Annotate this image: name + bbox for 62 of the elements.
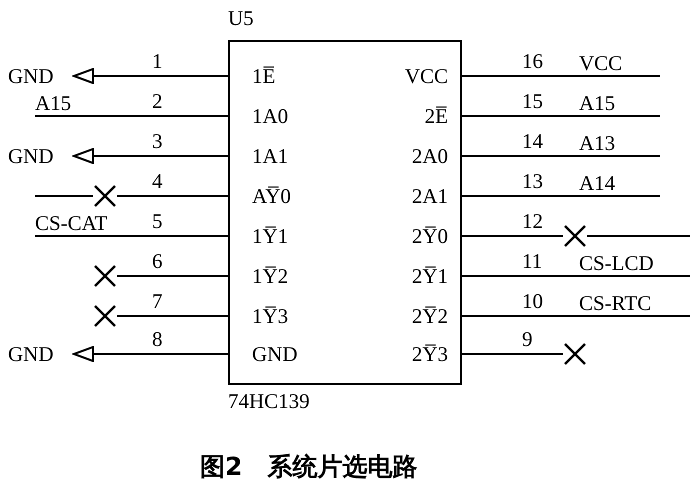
pin-name: GND (252, 342, 298, 366)
pin-number: 12 (522, 209, 543, 233)
net-label: CS-CAT (35, 211, 108, 235)
net-label: CS-RTC (579, 291, 652, 315)
pin-number: 6 (152, 249, 162, 273)
net-label: A15 (579, 91, 616, 115)
wire (73, 68, 228, 84)
pin-number: 2 (152, 89, 162, 113)
wire (117, 315, 228, 317)
pin-number: 9 (522, 327, 532, 351)
net-label: GND (8, 342, 74, 366)
net-label: A14 (579, 171, 616, 195)
pin-number: 4 (152, 169, 162, 193)
wire (120, 115, 228, 117)
pin-number: 11 (522, 249, 542, 273)
wire (73, 148, 228, 164)
pin-number: 10 (522, 289, 543, 313)
wire (145, 235, 228, 237)
wire (73, 346, 228, 362)
pin-name: 1E̅ (252, 64, 276, 88)
pin-name: 2Y̅0 (412, 224, 448, 248)
net-label: GND (8, 144, 74, 168)
wire (462, 235, 563, 237)
pin-number: 5 (152, 209, 162, 233)
pin-name: 2Y̅3 (412, 342, 448, 366)
pin-name: 2Y̅1 (412, 264, 448, 288)
wire (462, 155, 575, 157)
net-label: VCC (579, 51, 622, 75)
net-label: CS-LCD (579, 251, 654, 275)
pin-name: 1A1 (252, 144, 288, 168)
wire (462, 275, 575, 277)
pin-name: 2A1 (412, 184, 448, 208)
wire (462, 75, 575, 77)
pin-name: 2Y̅2 (412, 304, 448, 328)
pin-number: 15 (522, 89, 543, 113)
part-number: 74HC139 (228, 389, 310, 413)
pin-number: 7 (152, 289, 162, 313)
wire (462, 195, 575, 197)
pin-number: 14 (522, 129, 543, 153)
wire (117, 275, 228, 277)
pin-name: 1A0 (252, 104, 288, 128)
pin-name: 1Y̅2 (252, 264, 288, 288)
wire (462, 315, 575, 317)
net-label: GND (8, 64, 74, 88)
caption: 图2 系统片选电路 (200, 452, 418, 482)
pin-number: 3 (152, 129, 162, 153)
pin-number: 8 (152, 327, 162, 351)
net-label: A13 (579, 131, 616, 155)
pin-number: 13 (522, 169, 543, 193)
part-designator: U5 (228, 6, 254, 30)
pin-name: 1Y̅3 (252, 304, 288, 328)
wire (462, 115, 575, 117)
pin-number: 1 (152, 49, 162, 73)
net-label: A15 (35, 91, 72, 115)
wire (462, 353, 563, 355)
pin-name: 1Y̅1 (252, 224, 288, 248)
pin-name: 2A0 (412, 144, 448, 168)
pin-name: AY̅0 (252, 184, 291, 208)
wire (117, 195, 228, 197)
pin-name: VCC (404, 64, 448, 88)
pin-name: 2E̅ (424, 104, 448, 128)
pin-number: 16 (522, 49, 543, 73)
